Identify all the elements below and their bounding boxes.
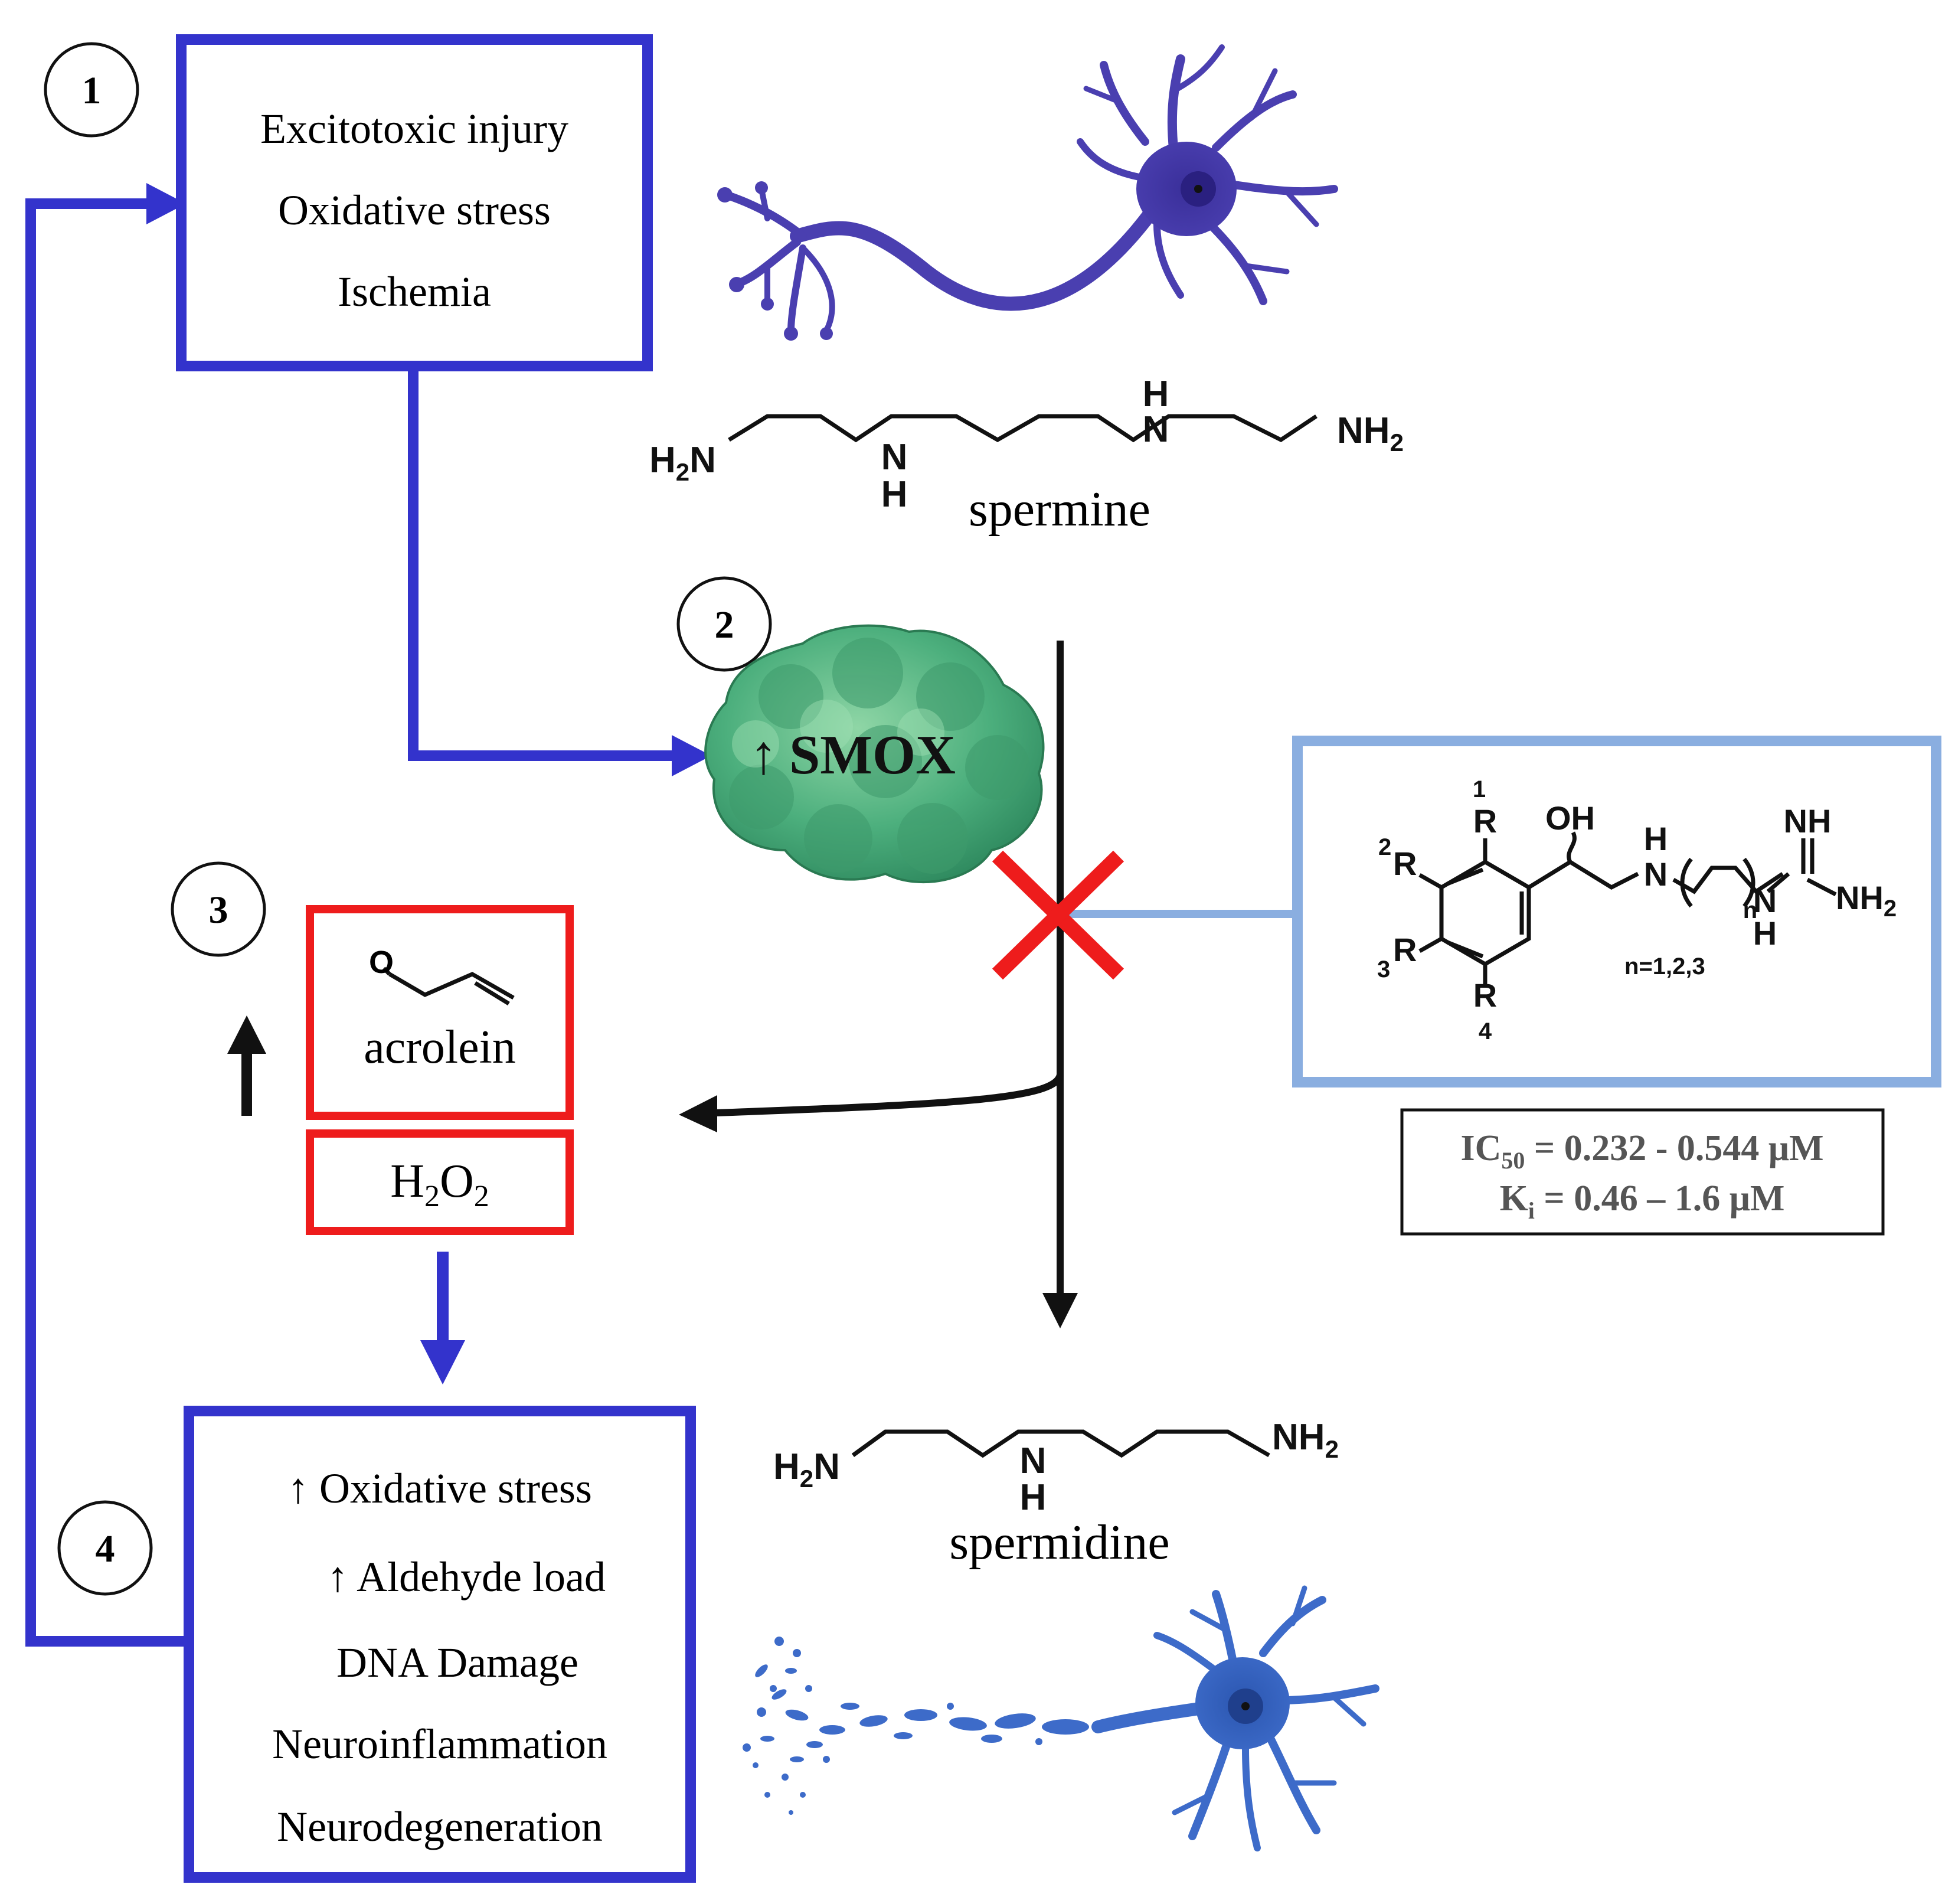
svg-text:N: N (1644, 855, 1668, 893)
svg-text:3: 3 (1377, 956, 1390, 982)
svg-text:R: R (1473, 977, 1497, 1014)
h2o2-label: H2O2 (390, 1155, 489, 1213)
effect-item: Neuroinflammation (272, 1720, 607, 1768)
svg-text:H: H (1143, 374, 1169, 414)
spermine-label: spermine (969, 482, 1150, 537)
n-range-label: n=1,2,3 (1624, 953, 1705, 979)
reaction-arrow (679, 641, 1078, 1328)
products-to-effects-arrowhead (420, 1340, 465, 1384)
step-3-marker: 3 (171, 861, 266, 957)
potency-box: IC50 = 0.232 - 0.544 μM Ki = 0.46 – 1.6 … (1400, 1108, 1885, 1236)
effect-item: ↑ Aldehyde load (327, 1553, 606, 1601)
smox-label: ↑SMOX (750, 723, 956, 786)
up-arrow-icon (227, 1015, 266, 1116)
ic50-value: IC50 = 0.232 - 0.544 μM (1460, 1128, 1823, 1174)
inhibitor-box: 1 R 2 R R 3 R 4 OH H N n NH N H NH2 n=1,… (1292, 736, 1941, 1087)
spermine-structure: H2N N H H N NH2 spermine (649, 374, 1404, 537)
ki-value: Ki = 0.46 – 1.6 μM (1500, 1178, 1785, 1224)
up-arrow-icon: ↑ (750, 723, 777, 785)
effects-box: ↑ Oxidative stress ↑ Aldehyde load DNA D… (184, 1406, 696, 1883)
svg-text:N: N (1143, 409, 1169, 450)
acrolein-label: acrolein (364, 1021, 516, 1073)
svg-text:H: H (881, 474, 908, 515)
svg-text:H: H (1644, 820, 1668, 857)
trigger-item: Oxidative stress (278, 187, 551, 234)
svg-text:1: 1 (1473, 776, 1486, 802)
trigger-box: Excitotoxic injury Oxidative stress Isch… (176, 34, 653, 371)
svg-text:OH: OH (1545, 799, 1595, 837)
smox-enzyme-icon (704, 624, 1045, 884)
trigger-to-smox-arrowhead (672, 735, 711, 776)
svg-text:1: 1 (82, 69, 102, 112)
trigger-item: Excitotoxic injury (260, 105, 568, 152)
step-2-marker: 2 (676, 576, 772, 672)
feedback-arrowhead (146, 183, 186, 224)
svg-text:n: n (1743, 897, 1757, 923)
svg-text:2: 2 (715, 603, 734, 646)
svg-text:NH: NH (1784, 802, 1832, 840)
svg-text:3: 3 (209, 889, 228, 932)
damaged-neuron-icon (743, 1585, 1379, 1851)
svg-text:NH2: NH2 (1337, 410, 1404, 456)
effect-item: ↑ Oxidative stress (287, 1465, 592, 1512)
step-1-marker: 1 (44, 42, 139, 138)
trigger-item: Ischemia (338, 268, 491, 315)
svg-text:R: R (1473, 802, 1497, 840)
svg-text:N: N (881, 437, 908, 478)
svg-text:2: 2 (1378, 834, 1391, 860)
svg-text:4: 4 (1479, 1018, 1492, 1044)
spermidine-label: spermidine (949, 1515, 1169, 1570)
inhibition-x-icon (992, 850, 1124, 980)
effect-item: Neurodegeneration (277, 1803, 603, 1850)
svg-text:R: R (1393, 931, 1417, 968)
svg-text:O: O (369, 945, 394, 980)
spermidine-structure: H2N N H NH2 spermidine (773, 1417, 1339, 1570)
healthy-neuron-icon (722, 44, 1338, 334)
svg-text:N: N (1753, 882, 1777, 919)
svg-text:NH2: NH2 (1272, 1417, 1339, 1463)
svg-text:H2N: H2N (649, 440, 716, 486)
acrolein-box: O acrolein (306, 905, 574, 1120)
svg-text:4: 4 (96, 1527, 115, 1570)
step-4-marker: 4 (57, 1500, 153, 1596)
h2o2-box: H2O2 (306, 1129, 574, 1235)
trigger-to-smox-arrow (408, 366, 673, 761)
healthy-neuron-soma (1136, 142, 1237, 236)
svg-text:R: R (1393, 845, 1417, 882)
svg-text:H2N: H2N (773, 1446, 840, 1492)
svg-text:NH2: NH2 (1836, 879, 1897, 922)
svg-text:H: H (1753, 915, 1777, 952)
feedback-loop-arrow (25, 198, 187, 1647)
svg-text:N: N (1020, 1441, 1047, 1481)
effect-item: DNA Damage (336, 1639, 578, 1686)
svg-text:H: H (1020, 1477, 1047, 1518)
